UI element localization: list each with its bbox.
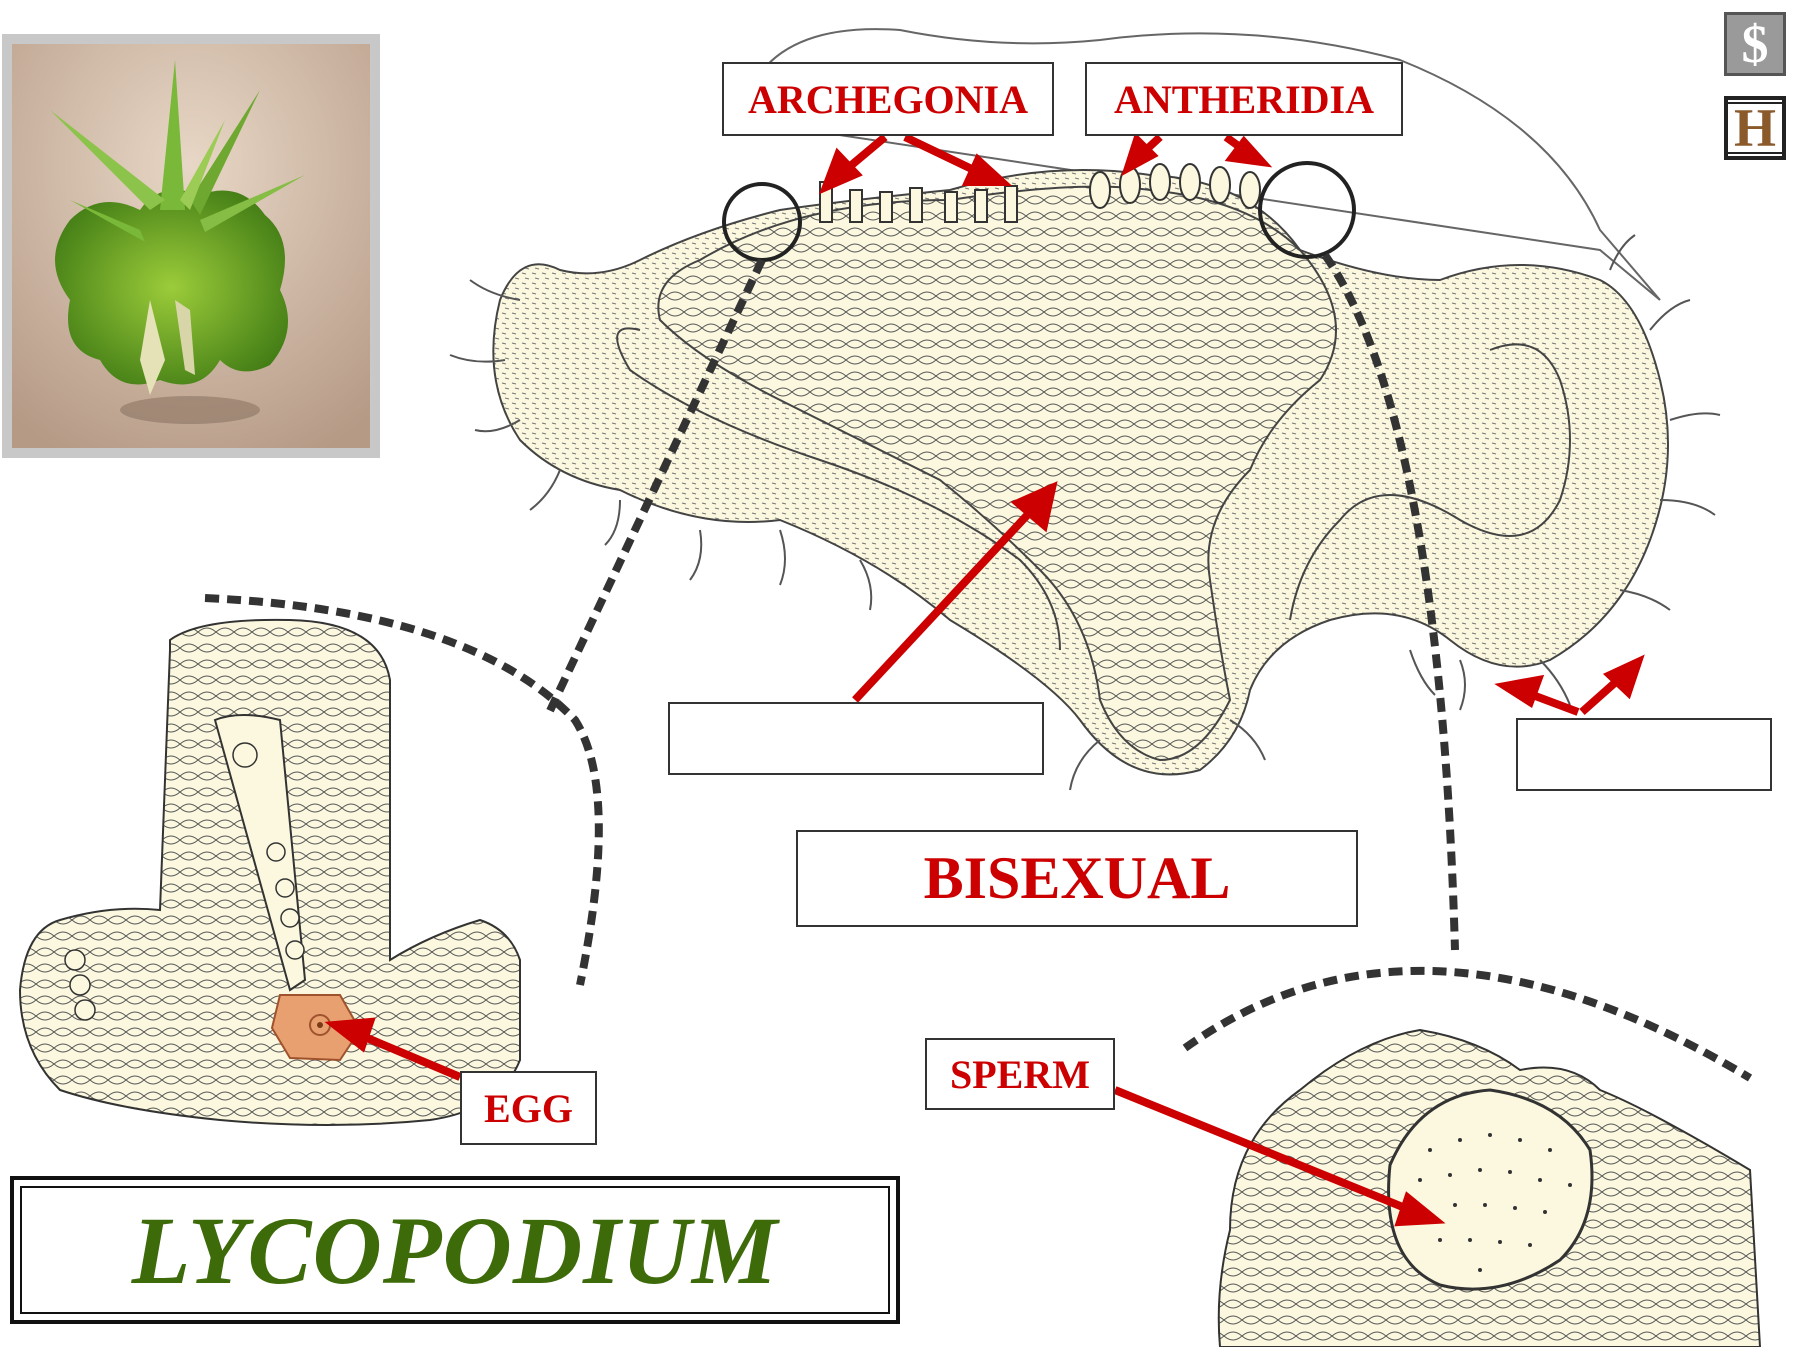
bisexual-label: BISEXUAL xyxy=(796,830,1358,927)
sperm-label-text: SPERM xyxy=(950,1051,1090,1098)
gametophyte-photo xyxy=(2,34,380,458)
dollar-icon: $ xyxy=(1742,13,1769,75)
blank-label-left[interactable] xyxy=(668,702,1044,775)
antheridium-enlargement xyxy=(1219,1030,1760,1347)
bisexual-label-text: BISEXUAL xyxy=(924,844,1231,913)
title-frame: LYCOPODIUM xyxy=(10,1176,900,1324)
blank-label-right[interactable] xyxy=(1516,718,1772,791)
title-inner-frame: LYCOPODIUM xyxy=(20,1186,890,1314)
egg-label-text: EGG xyxy=(484,1085,573,1132)
archegonia-label-text: ARCHEGONIA xyxy=(748,76,1028,123)
home-icon: H xyxy=(1726,102,1784,154)
archegonium-enlargement xyxy=(20,620,520,1125)
dollar-button[interactable]: $ xyxy=(1724,12,1786,76)
page-title: LYCOPODIUM xyxy=(132,1195,778,1306)
archegonia-label: ARCHEGONIA xyxy=(722,62,1054,136)
sperm-label: SPERM xyxy=(925,1038,1115,1110)
antheridia-label: ANTHERIDIA xyxy=(1085,62,1403,136)
home-button[interactable]: H xyxy=(1724,96,1786,160)
gametophyte-cross-section xyxy=(450,29,1720,790)
antheridia-label-text: ANTHERIDIA xyxy=(1114,76,1374,123)
egg-label: EGG xyxy=(460,1071,597,1145)
